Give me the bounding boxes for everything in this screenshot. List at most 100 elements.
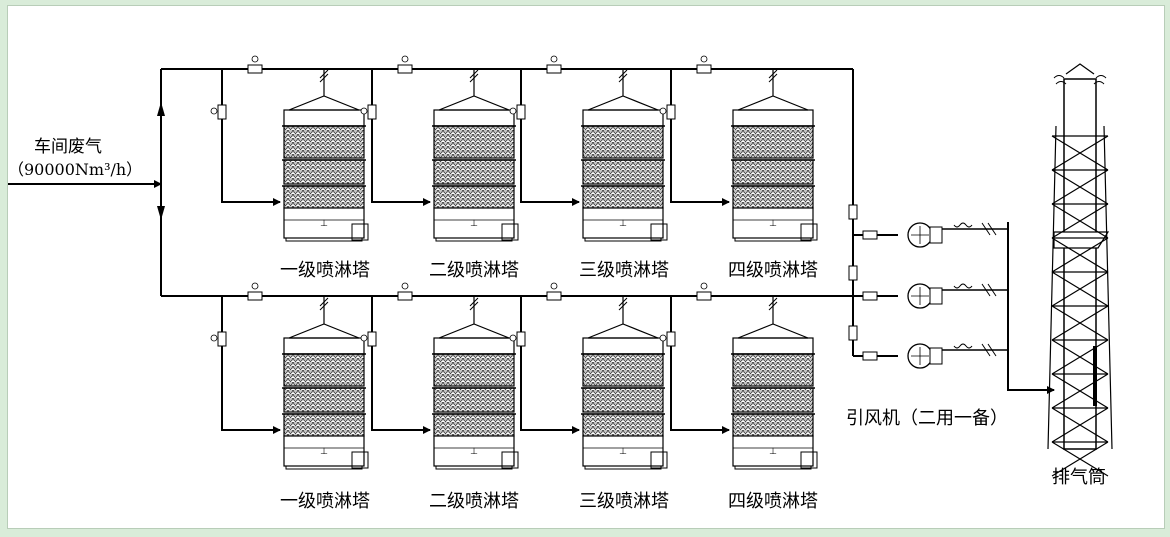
outlet-damper (768, 297, 778, 311)
spray-tower: ⊥ (659, 282, 818, 470)
header-gauge (251, 55, 259, 63)
inlet-gauge (659, 107, 667, 115)
tower-label-bottom-4: 四级喷淋塔 (728, 491, 818, 512)
inlet-valve (666, 104, 676, 120)
fan-inlet-valve (862, 230, 878, 240)
manifold-valve (848, 265, 858, 281)
stack-chimney (1063, 78, 1097, 450)
tower-sump (283, 207, 365, 239)
manifold-valve (848, 325, 858, 341)
tower-label-top-4: 四级喷淋塔 (728, 260, 818, 281)
outlet-damper (319, 297, 329, 311)
spray-tower: ⊥ (509, 282, 668, 470)
inlet-valve (217, 104, 227, 120)
inlet-gauge (210, 107, 218, 115)
fan-label: 引风机（二用一备） (846, 408, 1008, 429)
outlet-damper (319, 69, 329, 83)
header-gauge (401, 55, 409, 63)
inlet-gauge (659, 334, 667, 342)
spray-towers: ⊥⊥⊥⊥⊥⊥⊥⊥ (210, 55, 818, 470)
tower-inlet-pipe (371, 296, 431, 434)
frame-brace (1051, 373, 1109, 409)
tower-roof (587, 95, 659, 111)
tower-base (734, 237, 812, 242)
spray-tower: ⊥ (210, 55, 369, 242)
fan-motor (929, 347, 943, 365)
frame-brace (1051, 203, 1109, 239)
tower-inlet-pipe (670, 69, 730, 206)
packing-layer (433, 125, 515, 159)
packing-layer (433, 159, 515, 185)
drain-symbol: ⊥ (320, 219, 328, 229)
packing-layer (433, 185, 515, 209)
header-gauge (550, 282, 558, 290)
tower-top-section (283, 337, 365, 355)
tower-sump (433, 435, 515, 467)
inlet-flow-rate: （90000Nm³/h） (8, 160, 143, 179)
tower-base (584, 465, 662, 470)
header-gauge (401, 282, 409, 290)
tower-inlet-pipe (520, 296, 580, 434)
inlet-gauge (509, 334, 517, 342)
fan-impeller (911, 226, 929, 244)
tower-sump (433, 207, 515, 239)
outlet-damper (768, 69, 778, 83)
diagram-canvas: ⊥⊥⊥⊥⊥⊥⊥⊥ (8, 55, 1113, 477)
tower-roof (288, 95, 360, 111)
frame-brace (1051, 339, 1109, 375)
tower-base (435, 237, 513, 242)
tower-label-top-1: 一级喷淋塔 (280, 260, 370, 281)
spray-tower: ⊥ (509, 55, 668, 242)
tower-top-section (283, 109, 365, 127)
sampling-port (1093, 346, 1097, 406)
circulation-pump (650, 451, 668, 469)
stack-support-frame (1047, 125, 1113, 477)
tower-top-section (582, 337, 664, 355)
packing-layer (732, 185, 814, 209)
packing-layer (283, 413, 365, 437)
tower-inlet-pipe (520, 69, 580, 206)
flexible-joint (953, 343, 973, 349)
tower-roof (438, 95, 510, 111)
frame-brace (1051, 271, 1109, 307)
tower-label-top-3: 三级喷淋塔 (579, 260, 669, 281)
packing-layer (433, 413, 515, 437)
pipelines (8, 68, 1055, 434)
tower-top-section (732, 337, 814, 355)
tower-top-section (732, 109, 814, 127)
inlet-gauge (360, 334, 368, 342)
stack-label: 排气筒 (1052, 467, 1106, 488)
tower-label-bottom-2: 二级喷淋塔 (429, 491, 519, 512)
fan-inlet-valve (862, 351, 878, 361)
packing-layer (582, 159, 664, 185)
spray-tower: ⊥ (360, 55, 519, 242)
tower-base (734, 465, 812, 470)
flexible-joint (953, 283, 973, 289)
spray-tower: ⊥ (360, 282, 519, 470)
tower-sump (582, 207, 664, 239)
drain-symbol: ⊥ (619, 219, 627, 229)
packing-layer (582, 353, 664, 387)
tower-sump (283, 435, 365, 467)
drain-symbol: ⊥ (470, 219, 478, 229)
flow-arrow-up (157, 102, 165, 116)
inlet-valve (516, 331, 526, 347)
tower-base (285, 237, 363, 242)
packing-layer (283, 353, 365, 387)
tower-inlet-pipe (670, 296, 730, 434)
inlet-title: 车间废气 (34, 137, 102, 157)
tower-roof (587, 323, 659, 339)
inlet-gauge (360, 107, 368, 115)
tower-base (435, 465, 513, 470)
circulation-pump (650, 223, 668, 241)
inlet-valve (367, 331, 377, 347)
tower-top-section (433, 337, 515, 355)
inlet-valve (367, 104, 377, 120)
stack-cap (1065, 63, 1095, 75)
check-valve (981, 283, 997, 297)
drain-symbol: ⊥ (470, 447, 478, 457)
stack-break-symbol (1053, 231, 1110, 249)
circulation-pump (800, 451, 818, 469)
tower-roof (737, 323, 809, 339)
frame-brace (1051, 237, 1109, 273)
